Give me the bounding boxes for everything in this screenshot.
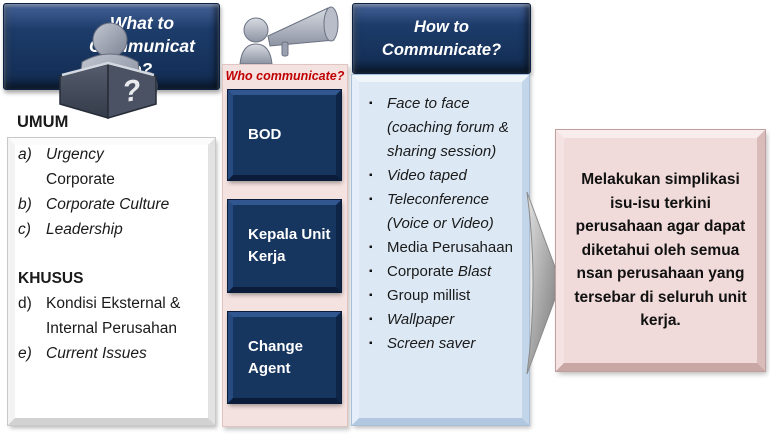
khusus-section-title: KHUSUS	[18, 270, 84, 287]
who-box-change-agent: Change Agent	[228, 312, 341, 403]
what-list-panel	[8, 138, 215, 425]
chevron-right-arrow-icon	[526, 191, 562, 375]
list-item-e: e) Current Issues	[18, 341, 208, 366]
square-bullet-icon: ▪	[369, 266, 373, 277]
list-item-text: Current Issues	[46, 345, 147, 362]
umum-section-title: UMUM	[17, 113, 69, 131]
who-box-label: BOD	[248, 126, 282, 143]
list-marker: e)	[18, 345, 32, 362]
who-box-bod: BOD	[228, 90, 341, 180]
what-list: a) Urgency Corporate b) Corporate Cultur…	[18, 142, 208, 366]
how-item-text: Teleconference (Voice or Video)	[387, 191, 494, 232]
list-item-line2: Corporate	[46, 171, 115, 188]
who-box-kepala-unit-kerja: Kepala Unit Kerja	[228, 200, 341, 292]
how-item-text: Corporate Blast	[387, 260, 518, 284]
result-message-panel: Melakukan simplikasi isu-isu terkini per…	[556, 130, 765, 371]
how-item: ▪ Media Perusahaan	[367, 236, 518, 260]
list-item-b: b) Corporate Culture	[18, 192, 208, 217]
list-marker: b)	[18, 196, 32, 213]
list-item-d: d) Kondisi Eksternal & Internal Perusaha…	[18, 291, 208, 341]
how-item: ▪ Video taped	[367, 164, 518, 188]
who-box-label: Kepala Unit Kerja	[248, 226, 331, 265]
list-item-line1: Urgency	[46, 146, 104, 163]
square-bullet-icon: ▪	[369, 170, 373, 181]
how-item-text: Screen saver	[387, 335, 476, 352]
list-item-text: Corporate Culture	[46, 196, 170, 213]
how-item-prefix: Corporate	[387, 263, 458, 280]
square-bullet-icon: ▪	[369, 338, 373, 349]
how-item-emphasis: Blast	[457, 263, 492, 280]
square-bullet-icon: ▪	[369, 98, 373, 109]
result-message-text: Melakukan simplikasi isu-isu terkini per…	[574, 171, 747, 330]
how-to-communicate-title: How to Communicate?	[381, 17, 502, 59]
list-item-c: c) Leadership	[18, 217, 208, 242]
how-item: ▪ Corporate Blast	[367, 260, 518, 284]
how-item: ▪ Teleconference (Voice or Video)	[367, 188, 518, 236]
list-item-text: Leadership	[46, 221, 123, 238]
list-marker: d)	[18, 295, 32, 312]
square-bullet-icon: ▪	[369, 290, 373, 301]
how-item: ▪ Group millist	[367, 284, 518, 308]
how-item: ▪ Screen saver	[367, 332, 518, 356]
how-item: ▪ Wallpaper	[367, 308, 518, 332]
who-box-label: Change Agent	[248, 337, 304, 377]
how-item-text: Media Perusahaan	[387, 239, 513, 256]
how-list-panel: ▪ Face to face (coaching forum & sharing…	[352, 75, 529, 425]
list-item-a: a) Urgency Corporate	[18, 142, 208, 192]
list-marker: a)	[18, 146, 32, 163]
list-marker: c)	[18, 221, 31, 238]
person-reading-book-icon: ?	[59, 22, 158, 119]
square-bullet-icon: ▪	[369, 242, 373, 253]
square-bullet-icon: ▪	[369, 194, 373, 205]
svg-text:?: ?	[120, 74, 143, 109]
square-bullet-icon: ▪	[369, 314, 373, 325]
who-communicate-label: Who communicate?	[225, 69, 345, 83]
how-item-text: Group millist	[387, 287, 471, 304]
person-with-megaphone-icon	[239, 6, 339, 65]
how-item-text: Wallpaper	[387, 311, 455, 328]
list-item-text: Kondisi Eksternal & Internal Perusahan	[46, 295, 181, 337]
how-item-text: Face to face (coaching forum & sharing s…	[387, 95, 509, 160]
how-item-text: Video taped	[387, 167, 467, 184]
list-item-text: Urgency Corporate	[46, 142, 198, 192]
how-item: ▪ Face to face (coaching forum & sharing…	[367, 92, 518, 164]
how-to-communicate-header: How to Communicate?	[352, 3, 531, 74]
